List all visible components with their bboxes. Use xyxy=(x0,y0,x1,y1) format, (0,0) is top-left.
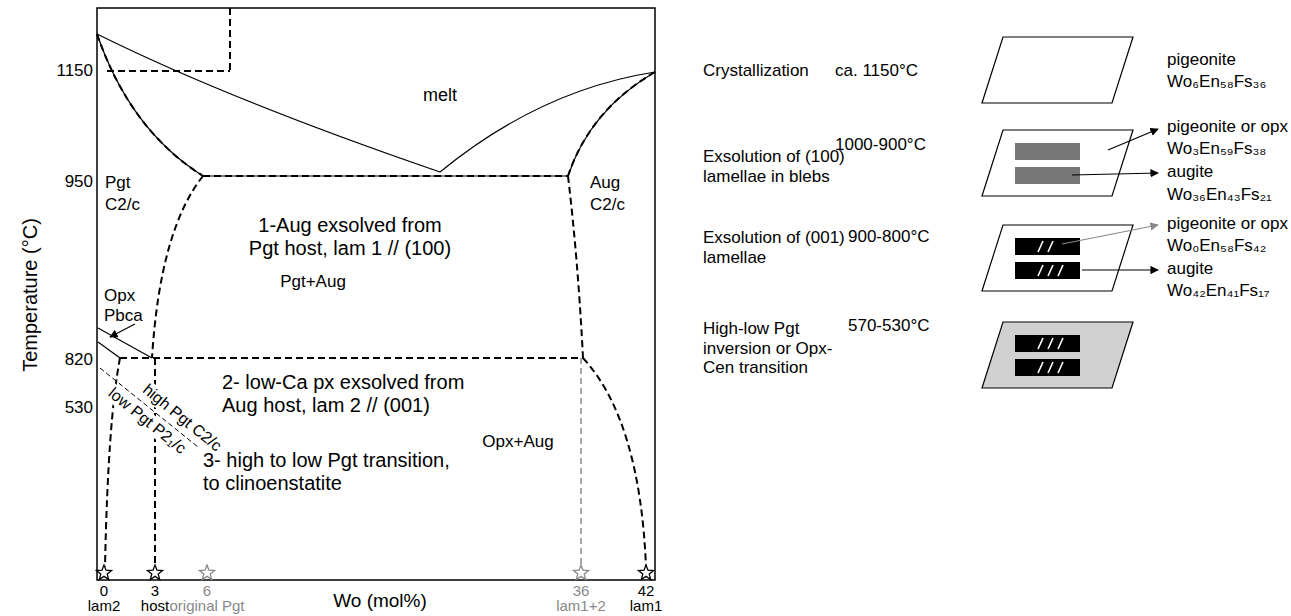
diagram-label: Aug xyxy=(590,173,620,193)
diagram-label: 1000-900°C xyxy=(835,135,926,155)
diagram-label: original Pgt xyxy=(169,598,244,615)
diagram-label: lam1 xyxy=(630,598,663,615)
diagram-label: Wo₃₆En₄₃Fs₂₁ xyxy=(1167,185,1272,205)
lamella-stroke xyxy=(1058,362,1063,373)
diagram-label: Exsolution of (001) lamellae xyxy=(703,228,851,267)
diagram-label: ca. 1150°C xyxy=(835,61,918,81)
opx-arrow xyxy=(110,324,135,337)
diagram-label: augite xyxy=(1167,259,1213,279)
plot-frame xyxy=(97,8,655,580)
solvus-dashed xyxy=(97,8,655,567)
diagram-label: Wo (mol%) xyxy=(333,590,427,612)
diagram-label: augite xyxy=(1167,162,1213,182)
diagram-label: Wo₀En₅₈Fs₄₂ xyxy=(1167,236,1266,256)
diagram-label: 950 xyxy=(65,172,93,192)
diagram-label: 3 xyxy=(151,582,159,599)
diagram-label: Pbca xyxy=(104,306,143,326)
diagram-label: 820 xyxy=(65,350,93,370)
diagram-label: 3- high to low Pgt transition, to clinoe… xyxy=(203,449,458,495)
crystal-sketches xyxy=(982,37,1133,388)
diagram-label: Wo₄₂En₄₁Fs₁₇ xyxy=(1167,281,1270,301)
stars xyxy=(96,565,653,580)
star-marker xyxy=(573,565,588,580)
diagram-label: lam1+2 xyxy=(556,598,606,615)
diagram-label: 6 xyxy=(203,582,211,599)
diagram-label: 42 xyxy=(638,582,655,599)
diagram-label: 900-800°C xyxy=(848,227,929,247)
lamella-stroke xyxy=(1038,265,1043,276)
diagram-label: Wo₃En₅₉Fs₃₈ xyxy=(1167,139,1266,159)
lamella-stroke xyxy=(1058,338,1063,349)
star-marker xyxy=(638,565,653,580)
diagram-label: 1-Aug exsolved from Pgt host, lam 1 // (… xyxy=(244,214,456,260)
diagram-label: 0 xyxy=(100,582,108,599)
diagram-label: Opx+Aug xyxy=(482,432,553,452)
lamellae xyxy=(1038,241,1063,373)
diagram-label: host xyxy=(141,598,169,615)
lamella-stroke xyxy=(1038,338,1043,349)
lamella-stroke xyxy=(1038,241,1043,252)
lamella-stroke xyxy=(1038,362,1043,373)
lamella-stroke xyxy=(1058,265,1063,276)
diagram-label: melt xyxy=(423,85,457,106)
lamella-stroke xyxy=(1048,338,1053,349)
diagram-label: 2- low-Ca px exsolved from Aug host, lam… xyxy=(222,371,477,417)
diagram-label: C2/c xyxy=(590,195,625,215)
diagram-label: Opx xyxy=(104,286,135,306)
lam-guide xyxy=(580,358,582,567)
liquidus-lines xyxy=(97,34,655,358)
diagram-label: 36 xyxy=(573,582,590,599)
diagram-label: Wo₆En₅₈Fs₃₆ xyxy=(1167,72,1266,92)
diagram-label: Temperature (°C) xyxy=(19,218,42,372)
star-marker xyxy=(199,565,214,580)
leader-arrows xyxy=(1062,129,1158,270)
diagram-label: Pgt xyxy=(105,173,131,193)
lamella-stroke xyxy=(1048,362,1053,373)
diagram-label: 1150 xyxy=(56,61,93,81)
diagram-label: C2/c xyxy=(105,195,140,215)
diagram-label: pigeonite xyxy=(1167,50,1236,70)
diagram-label: Crystallization xyxy=(703,61,809,81)
diagram-label: lam2 xyxy=(88,598,121,615)
diagram-label: pigeonite or opx xyxy=(1167,117,1288,137)
star-marker xyxy=(96,565,111,580)
diagram-label: High-low Pgt inversion or Opx-Cen transi… xyxy=(703,319,851,378)
lamella-stroke xyxy=(1048,265,1053,276)
diagram-label: Pgt+Aug xyxy=(280,272,346,292)
diagram-label: Exsolution of (100) lamellae in blebs xyxy=(703,147,851,186)
diagram-label: pigeonite or opx xyxy=(1167,214,1288,234)
lamella-stroke xyxy=(1048,241,1053,252)
diagram-label: 530 xyxy=(65,398,93,418)
diagram-label: 570-530°C xyxy=(848,316,929,336)
star-marker xyxy=(147,565,162,580)
